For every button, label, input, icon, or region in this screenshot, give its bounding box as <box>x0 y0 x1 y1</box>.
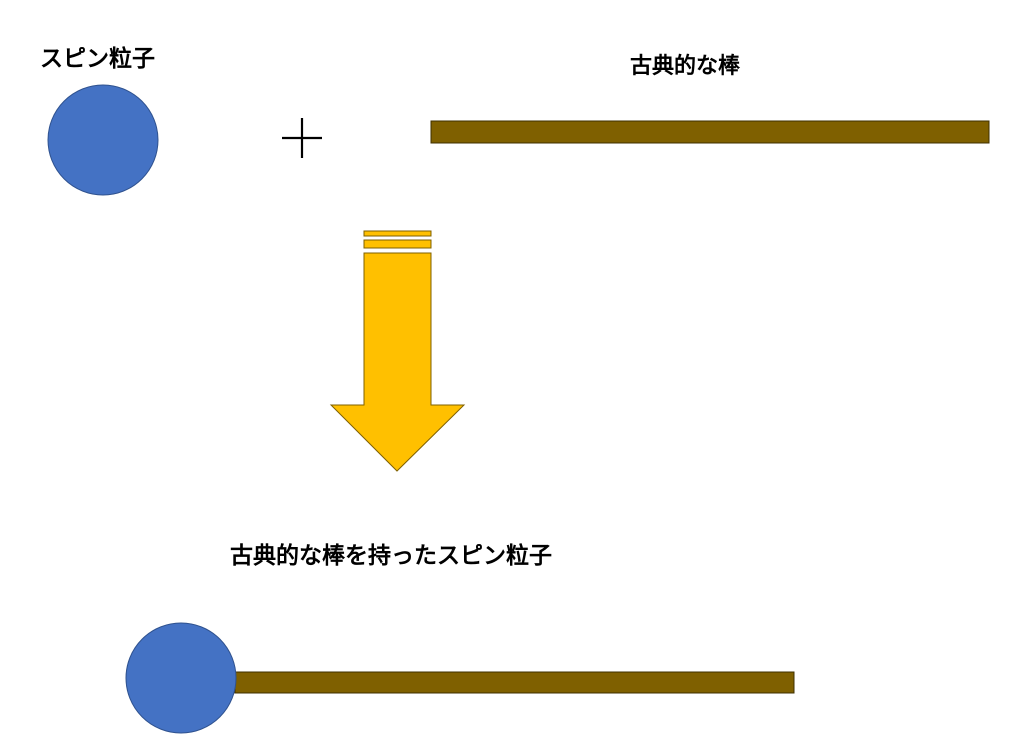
classical-rod-label: 古典的な棒 <box>630 54 741 79</box>
spin-particle-circle <box>47 84 159 196</box>
classical-rod-bar <box>430 120 990 144</box>
down-arrow-icon <box>329 230 466 472</box>
result-label: 古典的な棒を持ったスピン粒子 <box>230 543 552 569</box>
plus-icon <box>282 118 322 158</box>
spin-particle-label: スピン粒子 <box>40 46 155 72</box>
combined-spin-particle-circle <box>125 622 237 734</box>
combined-rod-bar <box>234 671 795 694</box>
